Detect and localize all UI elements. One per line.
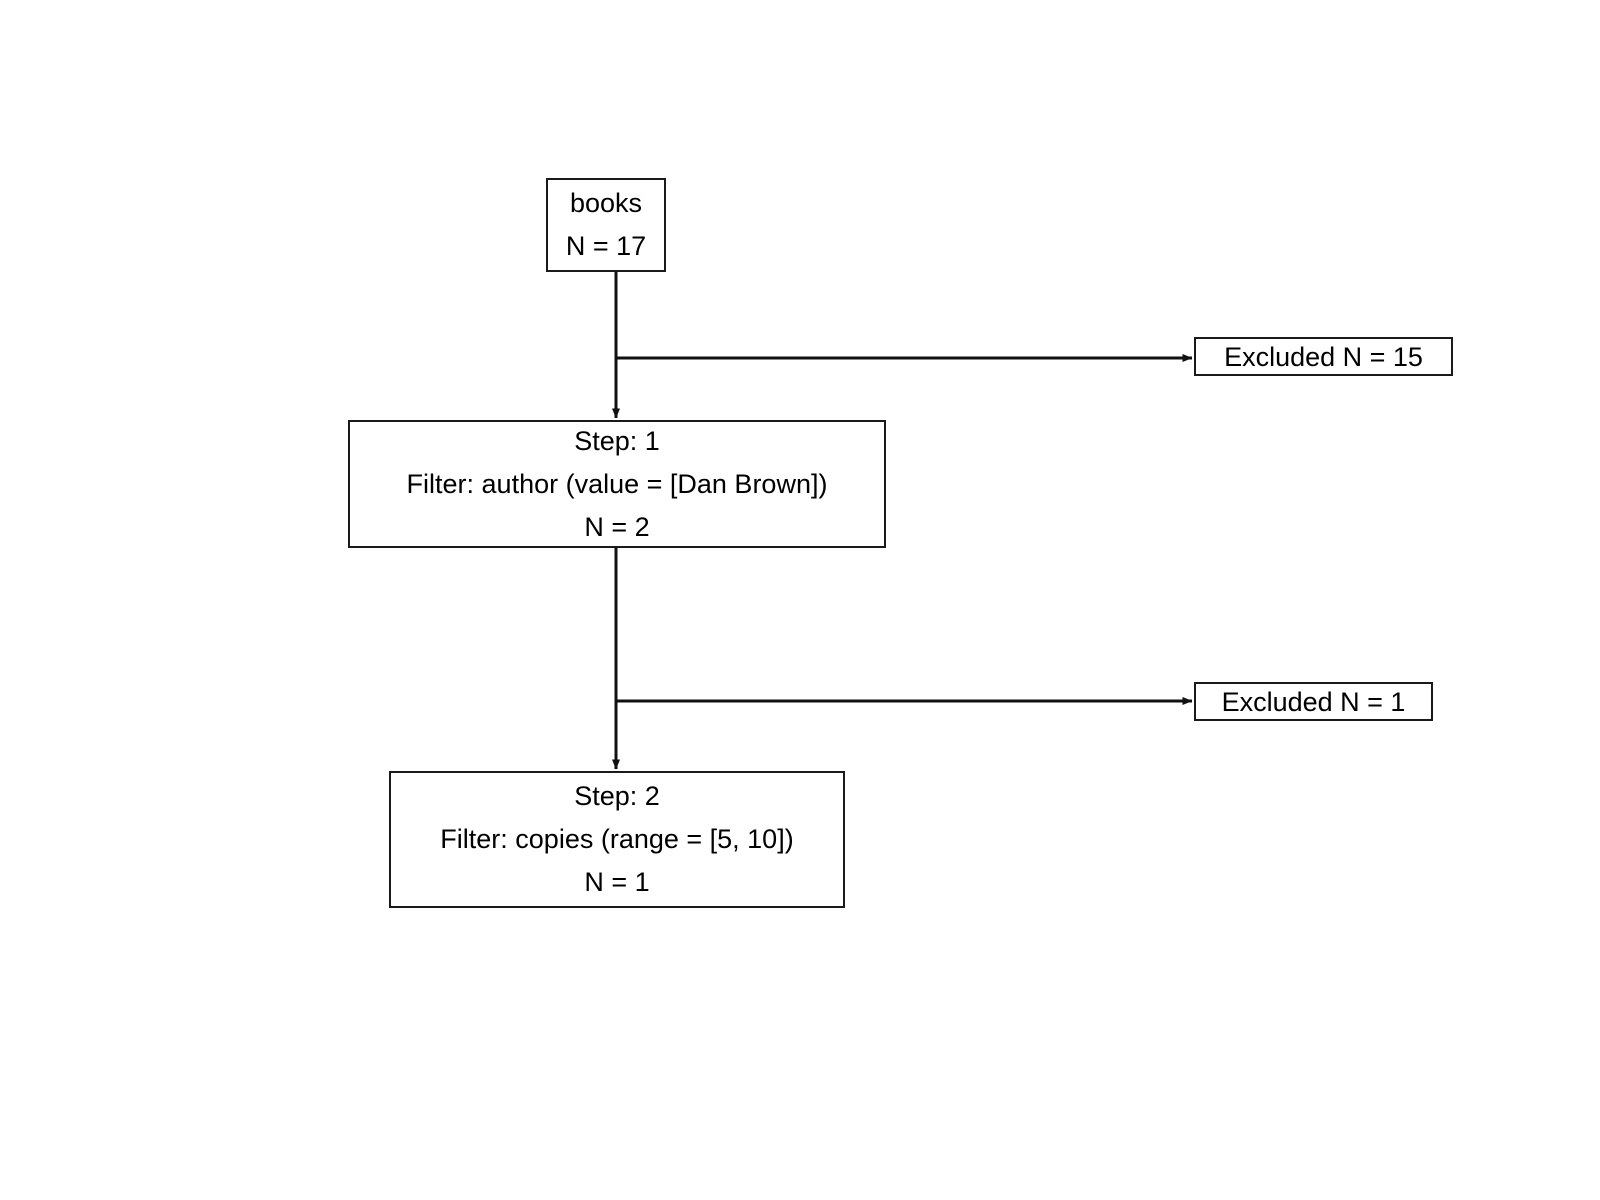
source-count-label: N = 17 [565, 231, 647, 261]
step-1-filter-label: Filter: author (value = [Dan Brown]) [406, 468, 828, 499]
step-2-filter-label: Filter: copies (range = [5, 10]) [440, 824, 794, 854]
source-table-label: books [569, 188, 643, 218]
step-2-count-label: N = 1 [584, 867, 650, 897]
node-excluded-step-2[interactable]: Excluded N = 1 [1194, 682, 1433, 721]
excluded-2-label: Excluded N = 1 [1221, 686, 1406, 717]
node-step-2[interactable]: Step: 2 Filter: copies (range = [5, 10])… [389, 771, 845, 908]
excluded-1-label: Excluded N = 15 [1224, 341, 1423, 372]
step-2-step-label: Step: 2 [574, 781, 660, 811]
node-excluded-step-1[interactable]: Excluded N = 15 [1194, 337, 1453, 376]
node-step-1[interactable]: Step: 1 Filter: author (value = [Dan Bro… [348, 420, 886, 548]
step-1-step-label: Step: 1 [574, 425, 660, 456]
step-1-count-label: N = 2 [584, 511, 650, 542]
node-source-books[interactable]: books N = 17 [546, 178, 666, 272]
